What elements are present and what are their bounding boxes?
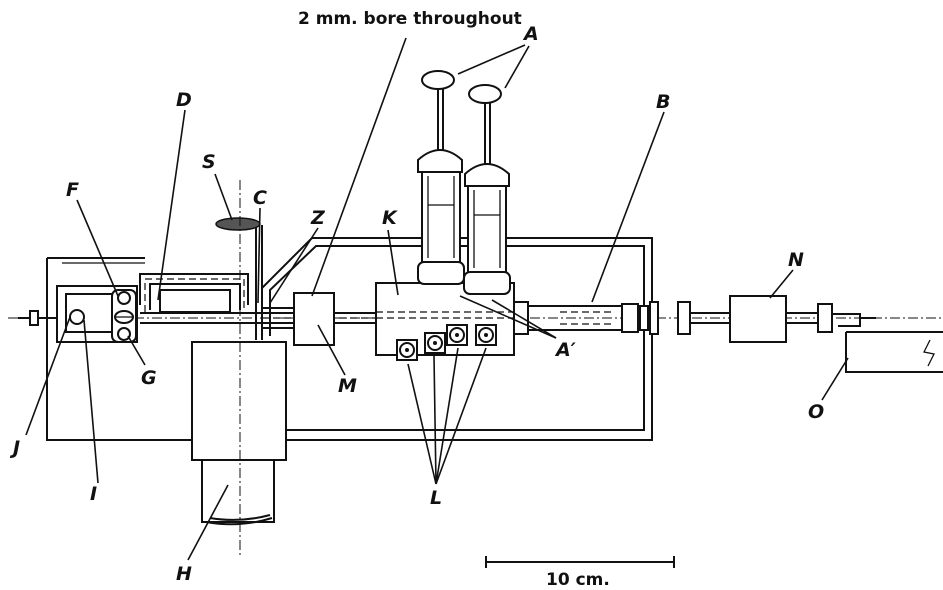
- label-M: M: [338, 375, 357, 397]
- syringe-left: [417, 70, 465, 285]
- syringe-right: [463, 84, 511, 295]
- label-S: S: [202, 151, 216, 173]
- valves-L: [396, 324, 497, 361]
- left-valve-assembly: [18, 285, 138, 343]
- cylinder-H: [191, 180, 287, 555]
- label-D: D: [176, 89, 192, 111]
- specimen-S: [215, 217, 261, 231]
- label-A: A: [522, 23, 539, 45]
- valve-knob: [396, 339, 418, 361]
- label-B: B: [656, 91, 670, 113]
- label-A-prime: A′: [554, 339, 576, 361]
- label-O: O: [808, 401, 824, 423]
- outlet-O: [845, 331, 943, 373]
- coupling-N: [677, 295, 876, 343]
- bypass-tube-D: [139, 273, 249, 313]
- leader-lines: [25, 37, 849, 561]
- rod-C: [215, 217, 263, 340]
- bore-note: 2 mm. bore throughout: [298, 9, 522, 29]
- label-K: K: [382, 207, 398, 229]
- label-Z: Z: [310, 207, 326, 229]
- label-I: I: [90, 483, 97, 505]
- scale-bar: [485, 556, 675, 568]
- label-C: C: [253, 187, 267, 209]
- label-J: J: [9, 437, 20, 459]
- scale-label: 10 cm.: [546, 570, 610, 590]
- label-F: F: [66, 179, 79, 201]
- valve-knob: [475, 324, 497, 346]
- tube-B: [513, 301, 659, 335]
- valve-knob: [424, 332, 446, 354]
- coupling-M: [262, 292, 376, 346]
- label-N: N: [788, 249, 804, 271]
- label-L: L: [430, 487, 442, 509]
- valve-knob: [446, 324, 468, 346]
- label-H: H: [176, 563, 192, 585]
- label-G: G: [141, 367, 157, 389]
